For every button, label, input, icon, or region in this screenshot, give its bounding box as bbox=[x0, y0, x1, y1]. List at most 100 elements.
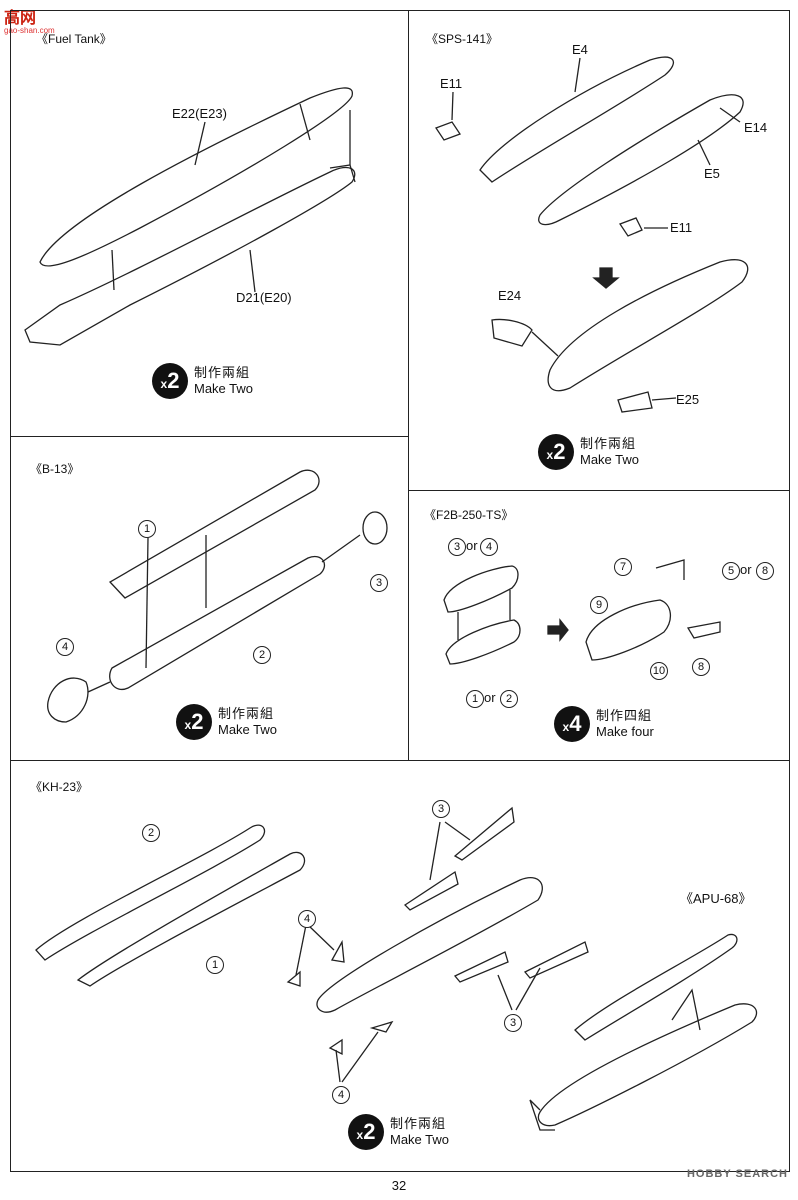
sps-leader-e14 bbox=[719, 107, 741, 123]
quantity-text-cn: 制作兩組 bbox=[218, 706, 275, 721]
sps-pod-left-half bbox=[479, 56, 675, 183]
apu68-missile bbox=[529, 988, 758, 1131]
quantity-x: x bbox=[546, 448, 554, 462]
b13-guide-1 bbox=[145, 537, 149, 669]
f2b-arrow-right bbox=[547, 618, 569, 642]
quantity-x: x bbox=[184, 718, 192, 732]
f2b-callout-2: 2 bbox=[500, 690, 518, 708]
quantity-number: 4 bbox=[569, 711, 582, 736]
kh23-leader-4c bbox=[335, 1049, 341, 1083]
f2b-title: 《F2B-250-TS》 bbox=[424, 508, 514, 522]
fuel-tank-upper-part bbox=[39, 87, 353, 267]
b13-tail-cap bbox=[362, 511, 388, 545]
kh23-quantity-badge: x 2 制作兩組 Make Two bbox=[348, 1114, 449, 1150]
f2b-assembled-bomb bbox=[585, 559, 721, 661]
page-frame bbox=[10, 10, 790, 1172]
quantity-text-en: Make four bbox=[596, 724, 654, 739]
kh23-fin-3a bbox=[453, 806, 515, 861]
kh23-canard-4a bbox=[330, 939, 345, 963]
b13-guide-4 bbox=[87, 681, 111, 693]
quantity-text: 制作兩組 Make Two bbox=[390, 1116, 449, 1148]
kh23-leader-3b bbox=[429, 821, 441, 881]
b13-callout-2: 2 bbox=[253, 646, 271, 664]
hobby-search-watermark: HOBBY SEARCH bbox=[686, 1168, 788, 1180]
f2b-or-1: or bbox=[466, 538, 478, 553]
kh23-body-half bbox=[35, 824, 266, 961]
sps141-label-e5: E5 bbox=[704, 166, 720, 181]
b13-callout-3: 3 bbox=[370, 574, 388, 592]
f2b-callout-9: 9 bbox=[590, 596, 608, 614]
quantity-text-en: Make Two bbox=[194, 381, 254, 396]
kh23-callout-3b: 3 bbox=[504, 1014, 522, 1032]
b13-title: 《B-13》 bbox=[30, 462, 80, 476]
sps-pod-right-half bbox=[538, 94, 744, 226]
quantity-disc: x 2 bbox=[176, 704, 212, 740]
b13-lower-half bbox=[109, 555, 325, 691]
kh23-body-half-2 bbox=[76, 851, 306, 987]
quantity-number: 2 bbox=[363, 1119, 376, 1144]
quantity-disc: x 2 bbox=[152, 363, 188, 399]
quantity-text: 制作四組 Make four bbox=[596, 708, 654, 740]
apu68-rail bbox=[574, 933, 738, 1041]
fuel-tank-title: 《Fuel Tank》 bbox=[36, 32, 112, 46]
b13-quantity-badge: x 2 制作兩組 Make Two bbox=[176, 704, 277, 740]
f2b-callout-5: 5 bbox=[722, 562, 740, 580]
b13-upper-half bbox=[108, 469, 320, 599]
sps141-label-e25: E25 bbox=[676, 392, 700, 407]
quantity-text: 制作兩組 Make Two bbox=[218, 706, 277, 738]
kh23-leader-4d bbox=[341, 1031, 379, 1083]
kh23-callout-2: 2 bbox=[142, 824, 160, 842]
quantity-text-cn: 制作兩組 bbox=[390, 1116, 447, 1131]
kh23-fin-3c bbox=[453, 951, 509, 983]
sps-e25-fin bbox=[617, 391, 653, 413]
fuel-tank-guide-1 bbox=[111, 249, 115, 291]
kh23-callout-4a: 4 bbox=[298, 910, 316, 928]
f2b-callout-3: 3 bbox=[448, 538, 466, 556]
kh23-leader-4b bbox=[307, 924, 335, 951]
quantity-disc: x 4 bbox=[554, 706, 590, 742]
kh23-callout-4b: 4 bbox=[332, 1086, 350, 1104]
f2b-callout-8a: 8 bbox=[756, 562, 774, 580]
quantity-x: x bbox=[160, 377, 168, 391]
quantity-number: 2 bbox=[553, 439, 566, 464]
sps141-quantity-badge: x 2 制作兩組 Make Two bbox=[538, 434, 639, 470]
divider-v1 bbox=[408, 10, 409, 760]
fuel-tank-leader-upper bbox=[194, 121, 206, 166]
kh23-title: 《KH-23》 bbox=[30, 780, 89, 794]
site-logo: 高网 gao-shan.com bbox=[4, 4, 55, 35]
kh23-canard-4b bbox=[286, 970, 301, 987]
sps-assembled-pod bbox=[547, 259, 749, 392]
f2b-upper-half bbox=[443, 565, 519, 613]
divider-h1 bbox=[10, 436, 408, 437]
quantity-disc: x 2 bbox=[348, 1114, 384, 1150]
fuel-tank-label-upper: E22(E23) bbox=[172, 106, 227, 121]
kh23-fin-3d bbox=[523, 941, 589, 979]
quantity-x: x bbox=[562, 720, 570, 734]
fuel-tank-quantity-badge: x 2 制作兩組 Make Two bbox=[152, 363, 253, 399]
quantity-number: 2 bbox=[167, 368, 180, 393]
sps-leader-e4 bbox=[574, 57, 581, 93]
quantity-text: 制作兩組 Make Two bbox=[194, 365, 253, 397]
quantity-text-en: Make Two bbox=[218, 722, 278, 737]
sps-e24-fin bbox=[491, 318, 533, 347]
sps141-label-e24: E24 bbox=[498, 288, 522, 303]
sps-e11-cap-b bbox=[619, 217, 643, 237]
quantity-x: x bbox=[356, 1128, 364, 1142]
sps-leader-e25 bbox=[651, 397, 677, 401]
sps-arrow-down bbox=[592, 267, 620, 289]
sps141-label-e14: E14 bbox=[744, 120, 768, 135]
quantity-text-cn: 制作兩組 bbox=[580, 436, 637, 451]
kh23-callout-1: 1 bbox=[206, 956, 224, 974]
f2b-callout-8b: 8 bbox=[692, 658, 710, 676]
logo-text: 高网 bbox=[4, 10, 37, 27]
logo-sub: gao-shan.com bbox=[4, 26, 55, 35]
quantity-number: 2 bbox=[191, 709, 204, 734]
sps-e11-cap-a bbox=[435, 121, 461, 141]
apu68-title: 《APU-68》 bbox=[680, 891, 752, 906]
quantity-disc: x 2 bbox=[538, 434, 574, 470]
kh23-leader-3d bbox=[515, 967, 541, 1011]
fuel-tank-lower-part bbox=[24, 164, 356, 346]
b13-callout-1: 1 bbox=[138, 520, 156, 538]
b13-nose-cone bbox=[47, 677, 89, 723]
